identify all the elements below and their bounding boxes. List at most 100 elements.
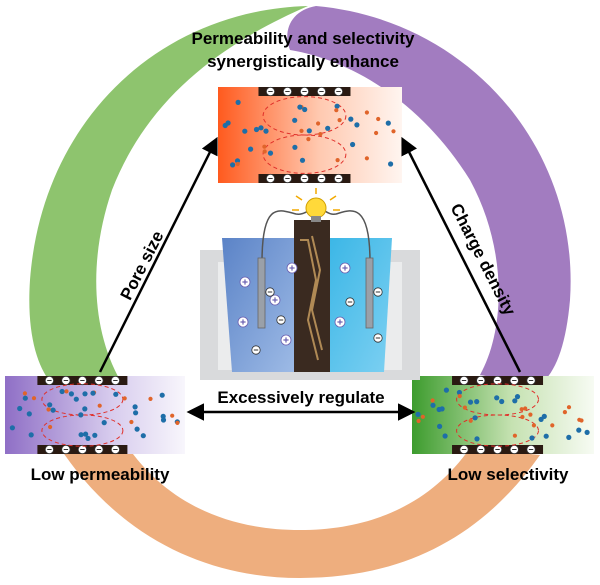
cation-dot: [420, 414, 425, 419]
anion-dot: [543, 433, 549, 439]
anion-dot: [85, 435, 91, 441]
anion-dot: [159, 392, 165, 398]
cation-dot: [335, 158, 340, 163]
anion-dot: [566, 434, 572, 440]
anion-dot: [263, 128, 269, 134]
anion-dot: [541, 413, 547, 419]
anion-dot: [472, 415, 478, 421]
double-layer-outline-bottom: [456, 414, 539, 447]
plus-circle-icon: [239, 276, 251, 288]
minus-circle-icon: [276, 315, 286, 325]
anion-dot: [160, 417, 167, 423]
cation-dot: [22, 391, 27, 396]
anion-dot: [512, 398, 518, 404]
cation-dot: [528, 412, 533, 417]
anion-dot: [297, 104, 303, 110]
cation-dot: [416, 418, 421, 424]
nanochannel-panel-low-permeability: [5, 375, 185, 455]
ring-segment-purple: [287, 6, 571, 385]
minus-circle-icon: [492, 375, 503, 386]
cation-dot: [299, 128, 304, 133]
cation-dot: [306, 137, 311, 142]
anion-dot: [17, 405, 23, 412]
cation-dot: [468, 418, 473, 423]
anion-dot: [22, 395, 28, 401]
anion-dot: [101, 420, 107, 426]
anion-dot: [529, 435, 535, 441]
cation-dot: [318, 132, 323, 137]
label-low-selectivity: Low selectivity: [448, 465, 569, 484]
cation-dot: [129, 419, 134, 425]
anion-dot: [467, 399, 474, 405]
anion-dot: [133, 410, 139, 416]
plus-circle-icon: [269, 294, 281, 306]
label-low-permeability: Low permeability: [31, 465, 170, 484]
cation-dot: [337, 118, 342, 123]
cation-dot: [457, 394, 462, 399]
anion-dot: [299, 157, 306, 163]
anion-dot: [415, 411, 421, 417]
minus-circle-icon: [316, 86, 327, 97]
anion-dot: [514, 394, 521, 400]
anion-dot: [325, 125, 331, 131]
anion-dot: [82, 406, 88, 412]
anion-dot: [584, 429, 590, 435]
double-layer-outline-bottom: [41, 414, 124, 447]
anion-dot: [439, 406, 445, 412]
anion-dot: [474, 436, 480, 442]
anion-dot: [132, 404, 138, 410]
tank-ions: [237, 262, 383, 355]
minus-circle-icon: [345, 297, 355, 307]
anion-dot: [348, 116, 354, 122]
cation-dot: [64, 389, 69, 394]
ring-segment-green: [29, 6, 308, 390]
anion-dot: [78, 432, 84, 438]
arrow-charge-density: [401, 136, 522, 373]
title-line-2: synergistically enhance: [207, 52, 399, 71]
anion-dot: [73, 396, 79, 402]
cation-dot: [262, 149, 267, 154]
anion-dot: [113, 391, 119, 397]
minus-circle-icon: [333, 86, 344, 97]
anion-dot: [90, 390, 96, 396]
anion-dot: [230, 162, 236, 168]
label-excessively-regulate: Excessively regulate: [217, 388, 384, 407]
cation-dot: [566, 405, 572, 410]
electrode-left: [257, 257, 266, 329]
anion-dot: [437, 423, 443, 429]
title-line-1: Permeability and selectivity: [192, 29, 416, 48]
plus-circle-icon: [280, 334, 292, 346]
anion-dot: [354, 122, 360, 128]
cation-dot: [148, 396, 153, 401]
nanochannel-panel-enhanced: [218, 86, 402, 184]
cation-dot: [364, 110, 369, 115]
anion-dot: [28, 432, 34, 438]
minus-circle-icon: [61, 444, 71, 455]
electrode-right: [365, 257, 374, 329]
cation-dot: [364, 156, 369, 161]
anion-dot: [306, 128, 312, 134]
cation-dot: [97, 403, 102, 408]
cation-dot: [175, 420, 180, 425]
anion-dot: [78, 412, 84, 418]
anion-dot: [82, 391, 88, 397]
anion-dot: [267, 150, 274, 156]
minus-circle-icon: [526, 375, 536, 386]
cation-dot: [512, 433, 518, 438]
minus-circle-icon: [265, 287, 275, 297]
minus-circle-icon: [94, 375, 104, 386]
cation-dot: [334, 108, 339, 113]
anion-dot: [499, 398, 505, 405]
anion-dot: [59, 388, 65, 395]
anion-dot: [430, 402, 436, 408]
minus-circle-icon: [299, 173, 310, 184]
cation-dot: [31, 396, 37, 401]
anion-dot: [442, 433, 448, 439]
label-pore-size: Pore size: [117, 228, 168, 303]
minus-circle-icon: [110, 375, 121, 386]
anion-dot: [92, 432, 98, 438]
cation-dot: [235, 161, 240, 167]
minus-circle-icon: [526, 444, 536, 455]
cation-dot: [520, 414, 525, 420]
